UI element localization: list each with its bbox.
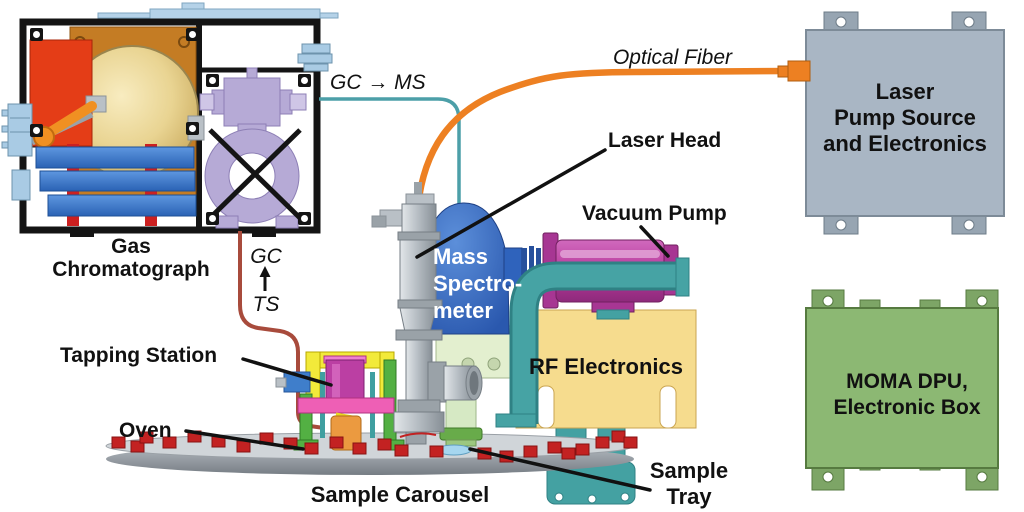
sample-tray-label: Sample Tray [649, 458, 729, 509]
rf-electronics-box [515, 309, 697, 429]
gc-to-ms-label: GC → MS [330, 71, 426, 94]
laser-head-assembly [371, 182, 483, 445]
optical-fiber-label: Optical Fiber [612, 46, 733, 69]
sample-carousel-label: Sample Carousel [310, 482, 490, 507]
tapping-station-label: Tapping Station [60, 344, 218, 367]
moma-dpu-box [805, 289, 999, 491]
laser-head-label: Laser Head [608, 129, 722, 152]
gas-chromatograph-assembly [1, 2, 339, 237]
moma-dpu-label: MOMA DPU, Electronic Box [833, 370, 981, 419]
gc-to-ms-line [319, 97, 461, 206]
oven-label: Oven [119, 419, 172, 442]
vacuum-pipe [495, 257, 690, 428]
vacuum-pump-label: Vacuum Pump [582, 202, 727, 225]
ts-short-label: TS [252, 293, 280, 316]
gc-ts-arrow [259, 266, 271, 291]
sample-cubes [111, 430, 638, 463]
laser-pump-source-box [805, 11, 1005, 235]
fiber-connector-body [787, 60, 811, 82]
optical-fiber-line [414, 67, 791, 207]
laser-pump-source-label: Laser Pump Source and Electronics [823, 79, 987, 156]
rf-electronics-label: RF Electronics [528, 354, 684, 379]
mass-spectrometer-label: Mass Spectro- meter [433, 244, 523, 323]
pointer-lines [184, 148, 670, 492]
gc-short-label: GC [250, 245, 282, 268]
gas-chromatograph-label: Gas Chromatograph [52, 235, 210, 281]
